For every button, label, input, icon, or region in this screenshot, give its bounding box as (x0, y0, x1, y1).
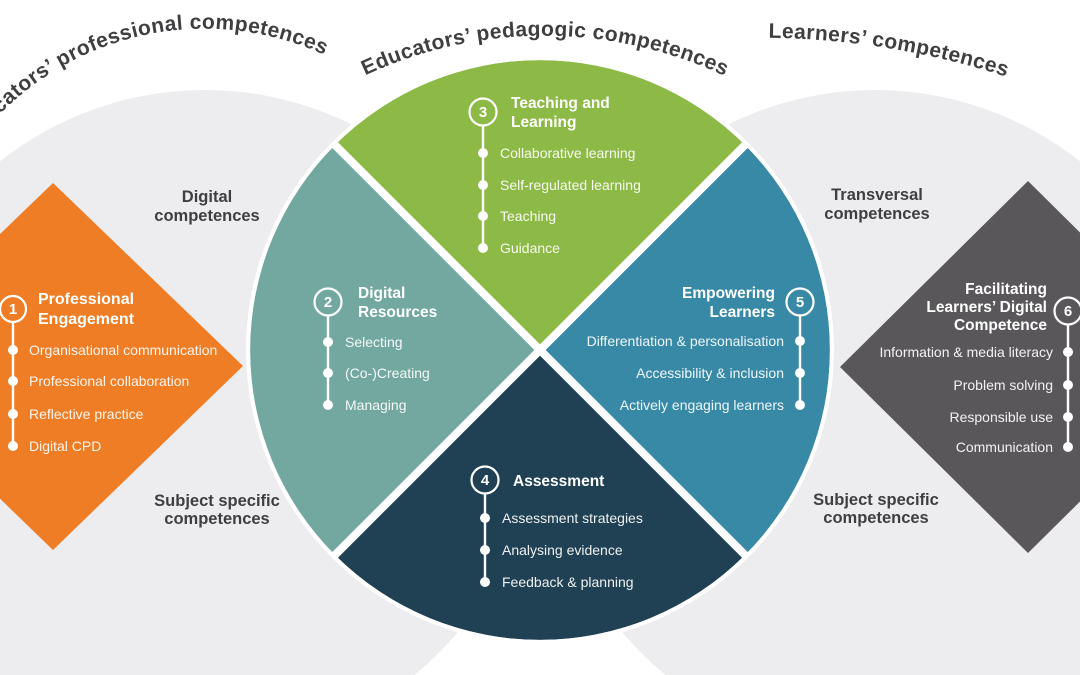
area-digital-resources: 2 Digital Resources Selecting (Co-)Creat… (313, 285, 437, 413)
quadrant-teaching-learning (335, 60, 745, 350)
quadrant-empowering-learners (540, 145, 830, 555)
area-teaching-learning: 3 Teaching and Learning Collaborative le… (468, 95, 641, 256)
list-item: Organisational communication (29, 342, 217, 358)
number-badge (470, 465, 500, 495)
label-subject-specific-right: Subject specific (813, 491, 939, 509)
area-title: Digital (358, 285, 405, 302)
area-empowering-learners: 5 Empowering Learners Differentiation & … (587, 285, 815, 413)
number-badge (468, 97, 498, 127)
bullet-dot (478, 180, 488, 190)
label-transversal-competences: competences (824, 205, 929, 223)
bullet-dot (480, 513, 490, 523)
number-badge (313, 287, 343, 317)
number-badge (1053, 296, 1080, 326)
list-item: Guidance (500, 240, 560, 256)
list-item: Differentiation & personalisation (587, 333, 784, 349)
quadrant-digital-resources (250, 145, 540, 555)
area-number: 4 (481, 472, 490, 489)
list-item: Assessment strategies (502, 510, 643, 526)
area-title: Facilitating (965, 281, 1047, 298)
list-item: (Co-)Creating (345, 365, 430, 381)
list-item: Teaching (500, 208, 556, 224)
area-title: Teaching and (511, 95, 610, 112)
bullet-dot (480, 577, 490, 587)
label-subject-specific-left: Subject specific (154, 492, 280, 510)
bullet-dot (478, 211, 488, 221)
bullet-dot (795, 400, 805, 410)
list-item: Responsible use (949, 409, 1053, 425)
bullet-dot (478, 243, 488, 253)
list-item: Feedback & planning (502, 574, 634, 590)
area-number: 3 (479, 104, 487, 121)
label-subject-specific-right: competences (823, 509, 928, 527)
list-item: Problem solving (953, 377, 1053, 393)
bullet-dot (8, 376, 18, 386)
bullet-dot (1063, 412, 1073, 422)
list-item: Actively engaging learners (620, 397, 784, 413)
bullet-dot (8, 345, 18, 355)
list-item: Professional collaboration (29, 373, 189, 389)
facilitating-competence-diamond (840, 181, 1080, 553)
list-item: Communication (956, 439, 1053, 455)
number-badge (785, 287, 815, 317)
area-number: 6 (1064, 303, 1072, 320)
area-title: Learning (511, 114, 576, 131)
bullet-dot (8, 441, 18, 451)
area-number: 5 (796, 294, 804, 311)
label-digital-competences: competences (154, 207, 259, 225)
area-facilitating-learners-digital-competence: 6 Facilitating Learners’ Digital Compete… (879, 281, 1080, 455)
area-title: Learners’ Digital (926, 299, 1047, 316)
area-title: Resources (358, 304, 437, 321)
list-item: Managing (345, 397, 407, 413)
center-circle-quadrants (250, 60, 830, 640)
area-title: Competence (954, 317, 1047, 334)
area-number: 1 (9, 301, 17, 318)
list-item: Reflective practice (29, 406, 144, 422)
list-item: Digital CPD (29, 438, 101, 454)
bullet-dot (795, 368, 805, 378)
list-item: Self-regulated learning (500, 177, 641, 193)
bullet-dot (323, 368, 333, 378)
quadrant-divider (317, 127, 763, 573)
quadrant-assessment (335, 350, 745, 640)
bullet-dot (323, 337, 333, 347)
list-item: Accessibility & inclusion (636, 365, 784, 381)
label-digital-competences: Digital (182, 188, 232, 206)
bullet-dot (1063, 442, 1073, 452)
context-labels: Digital competences Transversal competen… (154, 186, 939, 528)
list-item: Selecting (345, 334, 403, 350)
bullet-dot (323, 400, 333, 410)
area-number: 2 (324, 294, 332, 311)
area-title: Empowering (682, 285, 775, 302)
area-title: Assessment (513, 473, 604, 490)
area-title: Engagement (38, 311, 135, 328)
bullet-dot (480, 545, 490, 555)
area-title: Professional (38, 291, 134, 308)
list-item: Collaborative learning (500, 145, 635, 161)
label-transversal-competences: Transversal (831, 186, 923, 204)
area-title: Learners (710, 304, 775, 321)
area-assessment: 4 Assessment Assessment strategies Analy… (470, 465, 643, 590)
label-subject-specific-left: competences (164, 510, 269, 528)
bullet-dot (8, 409, 18, 419)
bullet-dot (1063, 347, 1073, 357)
bullet-dot (478, 148, 488, 158)
list-item: Analysing evidence (502, 542, 623, 558)
list-item: Information & media literacy (879, 344, 1053, 360)
professional-engagement-diamond (0, 183, 243, 550)
bullet-dot (795, 336, 805, 346)
area-professional-engagement: 1 Professional Engagement Organisational… (0, 291, 217, 454)
bullet-dot (1063, 380, 1073, 390)
